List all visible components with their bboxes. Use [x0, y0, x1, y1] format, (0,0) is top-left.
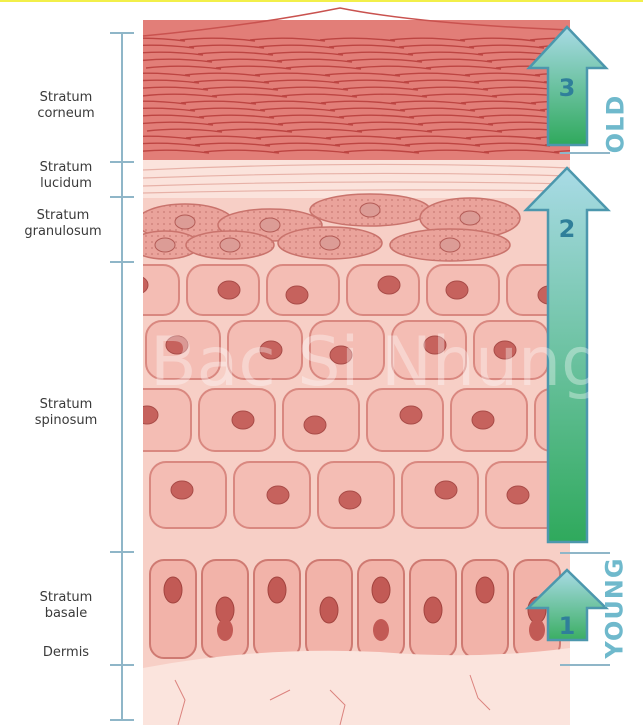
dermis-layer	[143, 648, 570, 725]
spinous-nucleus	[218, 281, 240, 299]
arrow-2-number: 2	[559, 215, 576, 243]
label-lucidum-line2: lucidum	[18, 176, 114, 192]
basal-nucleus	[217, 619, 233, 641]
basal-nucleus	[320, 597, 338, 623]
label-dermis: Dermis	[18, 645, 114, 661]
granular-nucleus	[460, 211, 480, 225]
label-dermis-line1: Dermis	[18, 645, 114, 661]
basal-nucleus	[424, 597, 442, 623]
label-basale: Stratum basale	[18, 590, 114, 622]
spinous-nucleus	[507, 486, 529, 504]
basal-cell	[150, 560, 196, 658]
label-spinosum: Stratum spinosum	[18, 397, 114, 429]
spinous-nucleus	[435, 481, 457, 499]
spinous-nucleus	[400, 406, 422, 424]
basal-nucleus	[529, 619, 545, 641]
granular-nucleus	[360, 203, 380, 217]
basal-nucleus	[476, 577, 494, 603]
spinous-nucleus	[136, 406, 158, 424]
side-label-young: YOUNG	[600, 557, 628, 658]
spinous-nucleus	[339, 491, 361, 509]
label-spinosum-line2: spinosum	[18, 413, 114, 429]
label-corneum: Stratum corneum	[18, 90, 114, 122]
spinous-nucleus	[286, 286, 308, 304]
label-basale-line1: Stratum	[18, 590, 114, 606]
spinous-nucleus	[171, 481, 193, 499]
arrow-1-number: 1	[559, 612, 576, 640]
basal-nucleus	[372, 577, 390, 603]
label-lucidum-line1: Stratum	[18, 160, 114, 176]
side-label-old: OLD	[602, 95, 630, 154]
label-lucidum: Stratum lucidum	[18, 160, 114, 192]
granular-nucleus	[155, 238, 175, 252]
watermark-text: Bac Si Nhung	[150, 323, 604, 402]
spinous-nucleus	[267, 486, 289, 504]
spinous-nucleus	[378, 276, 400, 294]
spinous-nucleus	[126, 276, 148, 294]
spinous-nucleus	[304, 416, 326, 434]
basal-cell	[462, 560, 508, 658]
basal-nucleus	[164, 577, 182, 603]
granular-nucleus	[220, 238, 240, 252]
basal-nucleus	[373, 619, 389, 641]
basal-cell	[358, 560, 404, 658]
arrow-3-number: 3	[559, 74, 576, 102]
granular-nucleus	[260, 218, 280, 232]
granular-nucleus	[320, 236, 340, 250]
spinous-nucleus	[603, 491, 625, 509]
spinous-nucleus	[472, 411, 494, 429]
spinous-nucleus	[232, 411, 254, 429]
label-granulosum-line2: granulosum	[8, 224, 118, 240]
spinous-nucleus	[446, 281, 468, 299]
label-granulosum: Stratum granulosum	[8, 208, 118, 240]
label-spinosum-line1: Stratum	[18, 397, 114, 413]
granular-nucleus	[440, 238, 460, 252]
label-corneum-line2: corneum	[18, 106, 114, 122]
label-corneum-line1: Stratum	[18, 90, 114, 106]
label-basale-line2: basale	[18, 606, 114, 622]
basal-nucleus	[268, 577, 286, 603]
basal-cell	[254, 560, 300, 658]
granular-nucleus	[175, 215, 195, 229]
label-granulosum-line1: Stratum	[8, 208, 118, 224]
